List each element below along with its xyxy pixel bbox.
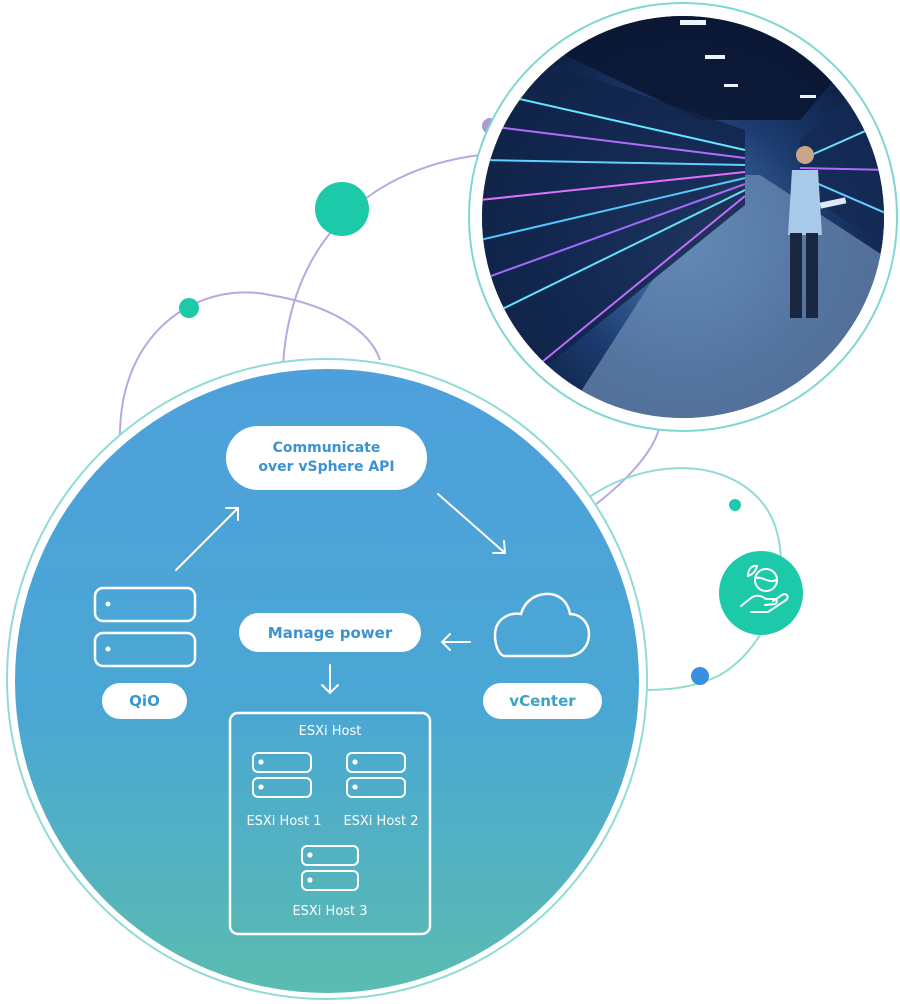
server-icon xyxy=(301,845,359,891)
globe-in-hand-icon xyxy=(740,564,789,613)
flow-arrows xyxy=(175,493,507,695)
server-icon xyxy=(346,752,406,798)
esxi-host-3-label: ESXi Host 3 xyxy=(292,904,368,919)
pill-manage-power: Manage power xyxy=(239,613,421,652)
arrow-power-to-esxi xyxy=(321,664,339,695)
server-icon xyxy=(252,752,312,798)
pill-communicate-api: Communicate over vSphere API xyxy=(226,426,427,490)
server-stack-icon xyxy=(93,586,197,668)
esxi-cluster-title: ESXi Host xyxy=(298,724,362,739)
accent-dot-teal-large xyxy=(315,182,369,236)
orbit-purple-right xyxy=(594,419,661,506)
cloud-icon xyxy=(493,592,591,658)
main-circle xyxy=(15,369,639,993)
sustainability-badge xyxy=(719,551,803,635)
api-label-line1: Communicate xyxy=(272,440,381,456)
arrow-api-to-vcenter xyxy=(437,493,507,554)
arrow-qio-to-api xyxy=(175,507,239,571)
esxi-cluster-box xyxy=(228,711,432,936)
arrow-vcenter-to-power xyxy=(440,633,471,651)
accent-dot-blue xyxy=(691,667,709,685)
accent-dot-teal-right xyxy=(729,499,741,511)
accent-dot-teal-small xyxy=(179,298,199,318)
pill-vcenter: vCenter xyxy=(483,683,602,719)
orbit-purple-left xyxy=(118,291,381,441)
esxi-host-2-label: ESXi Host 2 xyxy=(343,814,419,829)
api-label-line2: over vSphere API xyxy=(258,459,395,475)
orbit-purple-top xyxy=(282,154,481,366)
engineer-figure xyxy=(788,146,847,318)
pill-qio: QiO xyxy=(102,683,187,719)
esxi-host-1-label: ESXi Host 1 xyxy=(246,814,322,829)
datacenter-photo xyxy=(468,2,898,432)
